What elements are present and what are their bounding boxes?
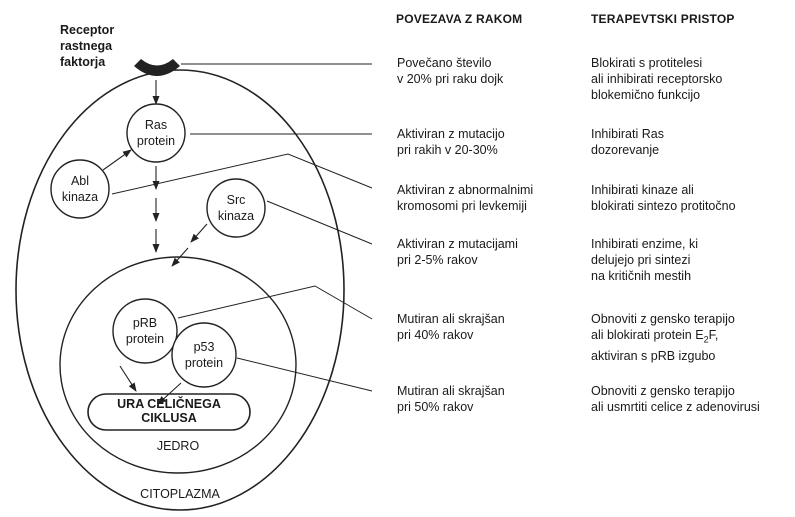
src-label: Src kinaza <box>206 192 266 224</box>
connection-row-1-line-2: v 20% pri raku dojk <box>397 72 504 86</box>
prb-label-line-1: pRB <box>132 316 158 330</box>
leader-prb <box>177 285 373 320</box>
therapy-row-3: Inhibirati kinaze ali blokirati sintezo … <box>591 182 736 214</box>
therapy-row-2-line-2: dozorevanje <box>591 143 660 157</box>
therapy-row-5-line-1: Obnoviti z gensko terapijo <box>591 312 735 326</box>
therapy-row-2-line-1: Inhibirati Ras <box>591 127 664 141</box>
therapy-row-4-line-2: delujejo pri sintezi <box>591 253 691 267</box>
connection-row-2-line-1: Aktiviran z mutacijo <box>397 127 505 141</box>
connection-row-4-line-2: pri 2-5% rakov <box>397 253 478 267</box>
therapy-row-4-line-3: na kritičnih mestih <box>591 269 692 283</box>
receptor-label-line-1: Receptor <box>60 23 115 37</box>
therapy-row-5-line-2-text: ali blokirati protein E <box>591 328 704 342</box>
therapy-row-4: Inhibirati enzime, ki delujejo pri sinte… <box>591 236 698 284</box>
therapy-row-6-line-1: Obnoviti z gensko terapijo <box>591 384 735 398</box>
connection-row-1-line-1: Povečano število <box>397 56 492 70</box>
therapy-row-1-line-1: Blokirati s protitelesi <box>591 56 703 70</box>
p53-to-clock-arrow <box>157 382 182 405</box>
src-label-line-2: kinaza <box>217 209 255 223</box>
connection-row-3-line-2: kromosomi pri levkemiji <box>397 199 527 213</box>
therapy-row-5: Obnoviti z gensko terapijo ali blokirati… <box>591 311 735 364</box>
abl-label-line-2: kinaza <box>61 190 99 204</box>
connection-row-3: Aktiviran z abnormalnimi kromosomi pri l… <box>397 182 533 214</box>
ras-label-line-1: Ras <box>144 118 168 132</box>
prb-to-clock-arrow <box>119 365 137 392</box>
receptor-label: Receptor rastnega faktorja <box>60 22 114 70</box>
nucleus-label: JEDRO <box>156 439 200 453</box>
receptor-label-line-3: faktorja <box>60 55 106 69</box>
connection-row-4-line-1: Aktiviran z mutacijami <box>397 237 518 251</box>
abl-label: Abl kinaza <box>50 173 110 205</box>
therapy-row-5-line-2: ali blokirati protein E2F, <box>591 327 735 348</box>
connection-row-3-line-1: Aktiviran z abnormalnimi <box>397 183 534 197</box>
leader-p53 <box>236 357 373 392</box>
therapy-row-6-line-2: ali usmrtiti celice z adenovirusi <box>591 400 760 414</box>
header-connection: POVEZAVA Z RAKOM <box>396 12 523 26</box>
src-arrow-2 <box>171 247 189 267</box>
connection-row-5-line-2: pri 40% rakov <box>397 328 474 342</box>
receptor-shape <box>134 59 180 76</box>
src-circle <box>206 178 266 238</box>
prb-label-line-2: protein <box>125 332 165 346</box>
therapy-row-3-line-2: blokirati sintezo protitočno <box>591 199 736 213</box>
prb-circle <box>112 298 178 364</box>
therapy-row-5-line-3: aktiviran s pRB izgubo <box>591 348 716 363</box>
leader-src <box>266 200 373 245</box>
receptor-label-line-2: rastnega <box>60 39 113 53</box>
src-arrow-1 <box>190 223 208 243</box>
therapy-row-1: Blokirati s protitelesi ali inhibirati r… <box>591 55 722 103</box>
ras-label: Ras protein <box>126 117 186 149</box>
connection-row-6-line-1: Mutiran ali skrajšan <box>397 384 505 398</box>
therapy-row-2: Inhibirati Ras dozorevanje <box>591 126 664 158</box>
p53-circle <box>171 322 237 388</box>
abl-to-ras-arrow <box>102 149 132 171</box>
leader-abl <box>111 153 373 195</box>
therapy-row-1-line-2: ali inhibirati receptorsko <box>591 72 723 86</box>
therapy-row-6: Obnoviti z gensko terapijo ali usmrtiti … <box>591 383 760 415</box>
therapy-row-5-subscript: 2 <box>703 334 709 345</box>
connection-row-6: Mutiran ali skrajšan pri 50% rakov <box>397 383 505 415</box>
p53-label-line-2: protein <box>184 356 224 370</box>
cell-cycle-clock-line-1: URA CELIČNEGA <box>117 397 221 411</box>
therapy-row-4-line-1: Inhibirati enzime, ki <box>591 237 698 251</box>
connection-row-6-line-2: pri 50% rakov <box>397 400 474 414</box>
abl-circle <box>50 159 110 219</box>
cell-cycle-clock-line-2: CIKLUSA <box>141 411 197 425</box>
cell-membrane <box>15 69 345 511</box>
p53-label-line-1: p53 <box>193 340 215 354</box>
cell-cycle-clock-label: URA CELIČNEGA CIKLUSA <box>88 397 250 425</box>
ras-circle <box>126 103 186 163</box>
ras-label-line-2: protein <box>136 134 176 148</box>
src-label-line-1: Src <box>226 193 246 207</box>
header-therapy: TERAPEVTSKI PRISTOP <box>591 12 735 26</box>
connection-row-4: Aktiviran z mutacijami pri 2-5% rakov <box>397 236 518 268</box>
nucleus-envelope <box>59 256 297 474</box>
therapy-row-3-line-1: Inhibirati kinaze ali <box>591 183 694 197</box>
p53-label: p53 protein <box>172 339 236 371</box>
therapy-row-1-line-3: blokemično funkcijo <box>591 88 701 102</box>
connection-row-1: Povečano število v 20% pri raku dojk <box>397 55 503 87</box>
connection-row-5-line-1: Mutiran ali skrajšan <box>397 312 505 326</box>
connection-row-5: Mutiran ali skrajšan pri 40% rakov <box>397 311 505 343</box>
cytoplasm-label: CITOPLAZMA <box>140 487 220 501</box>
abl-label-line-1: Abl <box>70 174 90 188</box>
therapy-row-5-line-2-tail: F, <box>708 328 719 342</box>
connection-row-2: Aktiviran z mutacijo pri rakih v 20-30% <box>397 126 505 158</box>
prb-label: pRB protein <box>113 315 177 347</box>
connection-row-2-line-2: pri rakih v 20-30% <box>397 143 498 157</box>
